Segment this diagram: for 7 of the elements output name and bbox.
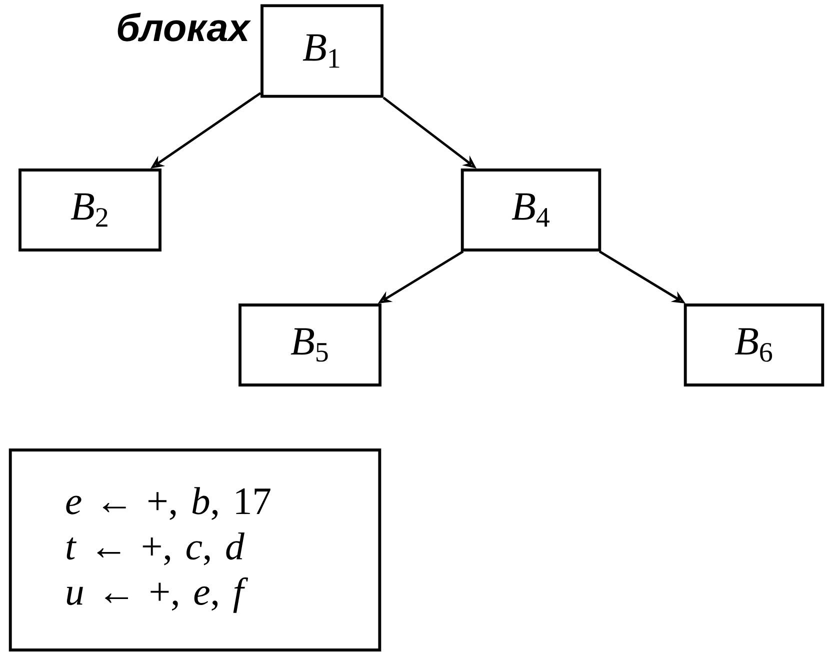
heading: блоках	[118, 12, 252, 42]
block-box: B$_{4}$	[460, 168, 602, 252]
block-box: B$_{5}$	[238, 304, 382, 386]
block-box: B$_{6}$	[684, 304, 824, 386]
block-box: B$_{2}$	[18, 168, 162, 252]
code-box: e ← +, b, 17 t ← +, c, d u ← +, e, f	[8, 448, 382, 652]
block-box: B$_{1}$	[260, 4, 384, 98]
